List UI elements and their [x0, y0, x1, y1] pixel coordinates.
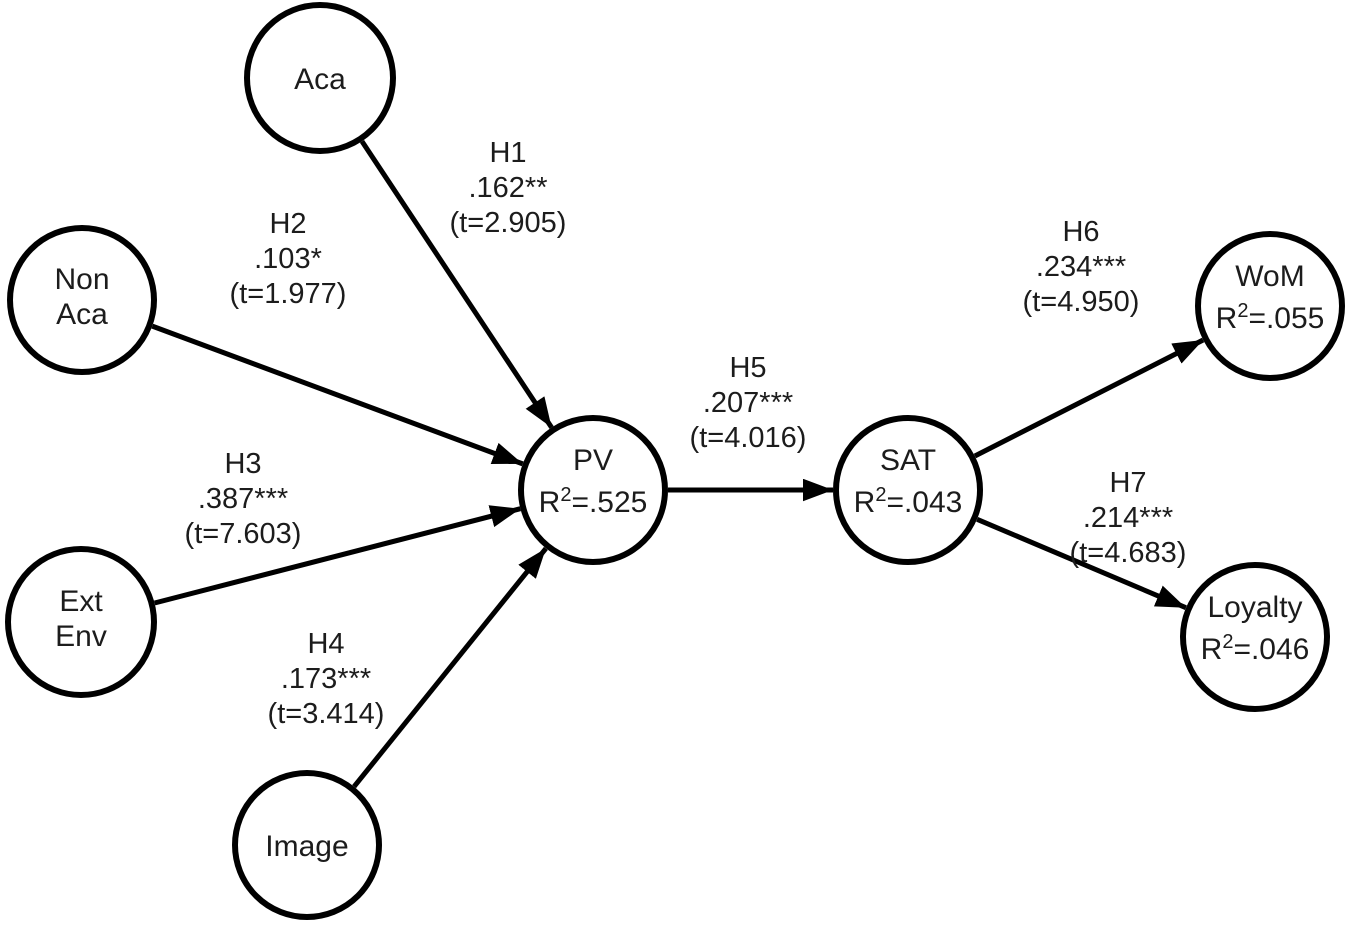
node-name-non-aca-line2: Aca	[56, 298, 108, 331]
path-arrow-h7	[976, 516, 1187, 611]
path-label-h3-t_value: (t=7.603)	[185, 518, 302, 550]
path-label-h1-coefficient: .162**	[468, 172, 547, 204]
latent-node-aca: Aca	[244, 2, 396, 154]
node-circle-image	[232, 770, 382, 920]
node-name-wom: WoM	[1235, 260, 1304, 293]
path-label-h6-coefficient: .234***	[1036, 251, 1126, 283]
path-label-h7-coefficient: .214***	[1083, 502, 1173, 534]
path-arrow-h1	[359, 140, 554, 429]
path-arrow-h2	[151, 323, 524, 467]
node-text-image: Image	[265, 830, 348, 863]
path-label-h1-t_value: (t=2.905)	[450, 207, 567, 239]
path-label-h6: H6.234***(t=4.950)	[1023, 216, 1140, 318]
path-label-h4-coefficient: .173***	[281, 663, 371, 695]
node-rsquared-sat: R2=.043	[854, 484, 963, 519]
node-name-aca: Aca	[294, 63, 346, 96]
path-label-h6-t_value: (t=4.950)	[1023, 286, 1140, 318]
node-name-pv: PV	[573, 444, 613, 477]
path-arrow-h3	[153, 505, 522, 606]
latent-node-image: Image	[232, 770, 382, 920]
node-name-sat: SAT	[880, 444, 936, 477]
path-arrow-h4	[352, 546, 548, 789]
path-label-h5-hypothesis: H5	[729, 352, 766, 384]
edges-layer	[151, 140, 1205, 789]
node-name-ext-env-line2: Env	[55, 620, 107, 653]
path-label-h4: H4.173***(t=3.414)	[268, 628, 385, 730]
node-circle-ext-env	[5, 546, 157, 698]
path-label-h2: H2.103*(t=1.977)	[230, 208, 347, 310]
path-label-h7: H7.214***(t=4.683)	[1070, 467, 1187, 569]
path-label-h3: H3.387***(t=7.603)	[185, 448, 302, 550]
path-label-h4-hypothesis: H4	[307, 628, 344, 660]
node-text-sat: SAT R2=.043	[854, 444, 963, 519]
node-circle-aca	[244, 2, 396, 154]
node-circle-sat	[833, 415, 983, 565]
node-text-wom: WoM R2=.055	[1216, 260, 1325, 335]
path-label-h1: H1.162**(t=2.905)	[450, 137, 567, 239]
node-name-ext-env-line1: Ext	[59, 585, 103, 618]
path-arrow-h6	[973, 337, 1205, 459]
edge-labels-layer: H1.162**(t=2.905) H2.103*(t=1.977) H3.387*…	[185, 137, 1187, 730]
node-rsquared-pv: R2=.525	[539, 484, 648, 519]
node-circle-wom	[1195, 231, 1345, 381]
latent-node-wom: WoM R2=.055	[1195, 231, 1345, 381]
latent-node-sat: SAT R2=.043	[833, 415, 983, 565]
node-name-image: Image	[265, 830, 348, 863]
path-label-h3-hypothesis: H3	[224, 448, 261, 480]
path-label-h6-hypothesis: H6	[1062, 216, 1099, 248]
node-name-non-aca-line1: Non	[54, 263, 109, 296]
node-circle-pv	[518, 415, 668, 565]
path-label-h2-t_value: (t=1.977)	[230, 278, 347, 310]
path-label-h1-hypothesis: H1	[489, 137, 526, 169]
node-rsquared-wom: R2=.055	[1216, 300, 1325, 335]
path-label-h2-coefficient: .103*	[254, 243, 322, 275]
node-circle-loyalty	[1180, 562, 1330, 712]
node-text-pv: PV R2=.525	[539, 444, 648, 519]
path-label-h5-t_value: (t=4.016)	[690, 422, 807, 454]
path-label-h7-t_value: (t=4.683)	[1070, 537, 1187, 569]
node-circle-non-aca	[7, 225, 157, 375]
node-name-loyalty: Loyalty	[1207, 591, 1302, 624]
path-label-h5: H5.207***(t=4.016)	[690, 352, 807, 454]
path-label-h3-coefficient: .387***	[198, 483, 288, 515]
path-label-h5-coefficient: .207***	[703, 387, 793, 419]
node-rsquared-loyalty: R2=.046	[1201, 631, 1310, 666]
node-text-aca: Aca	[294, 63, 346, 96]
path-label-h7-hypothesis: H7	[1109, 467, 1146, 499]
path-label-h4-t_value: (t=3.414)	[268, 698, 385, 730]
path-label-h2-hypothesis: H2	[269, 208, 306, 240]
latent-node-pv: PV R2=.525	[518, 415, 668, 565]
